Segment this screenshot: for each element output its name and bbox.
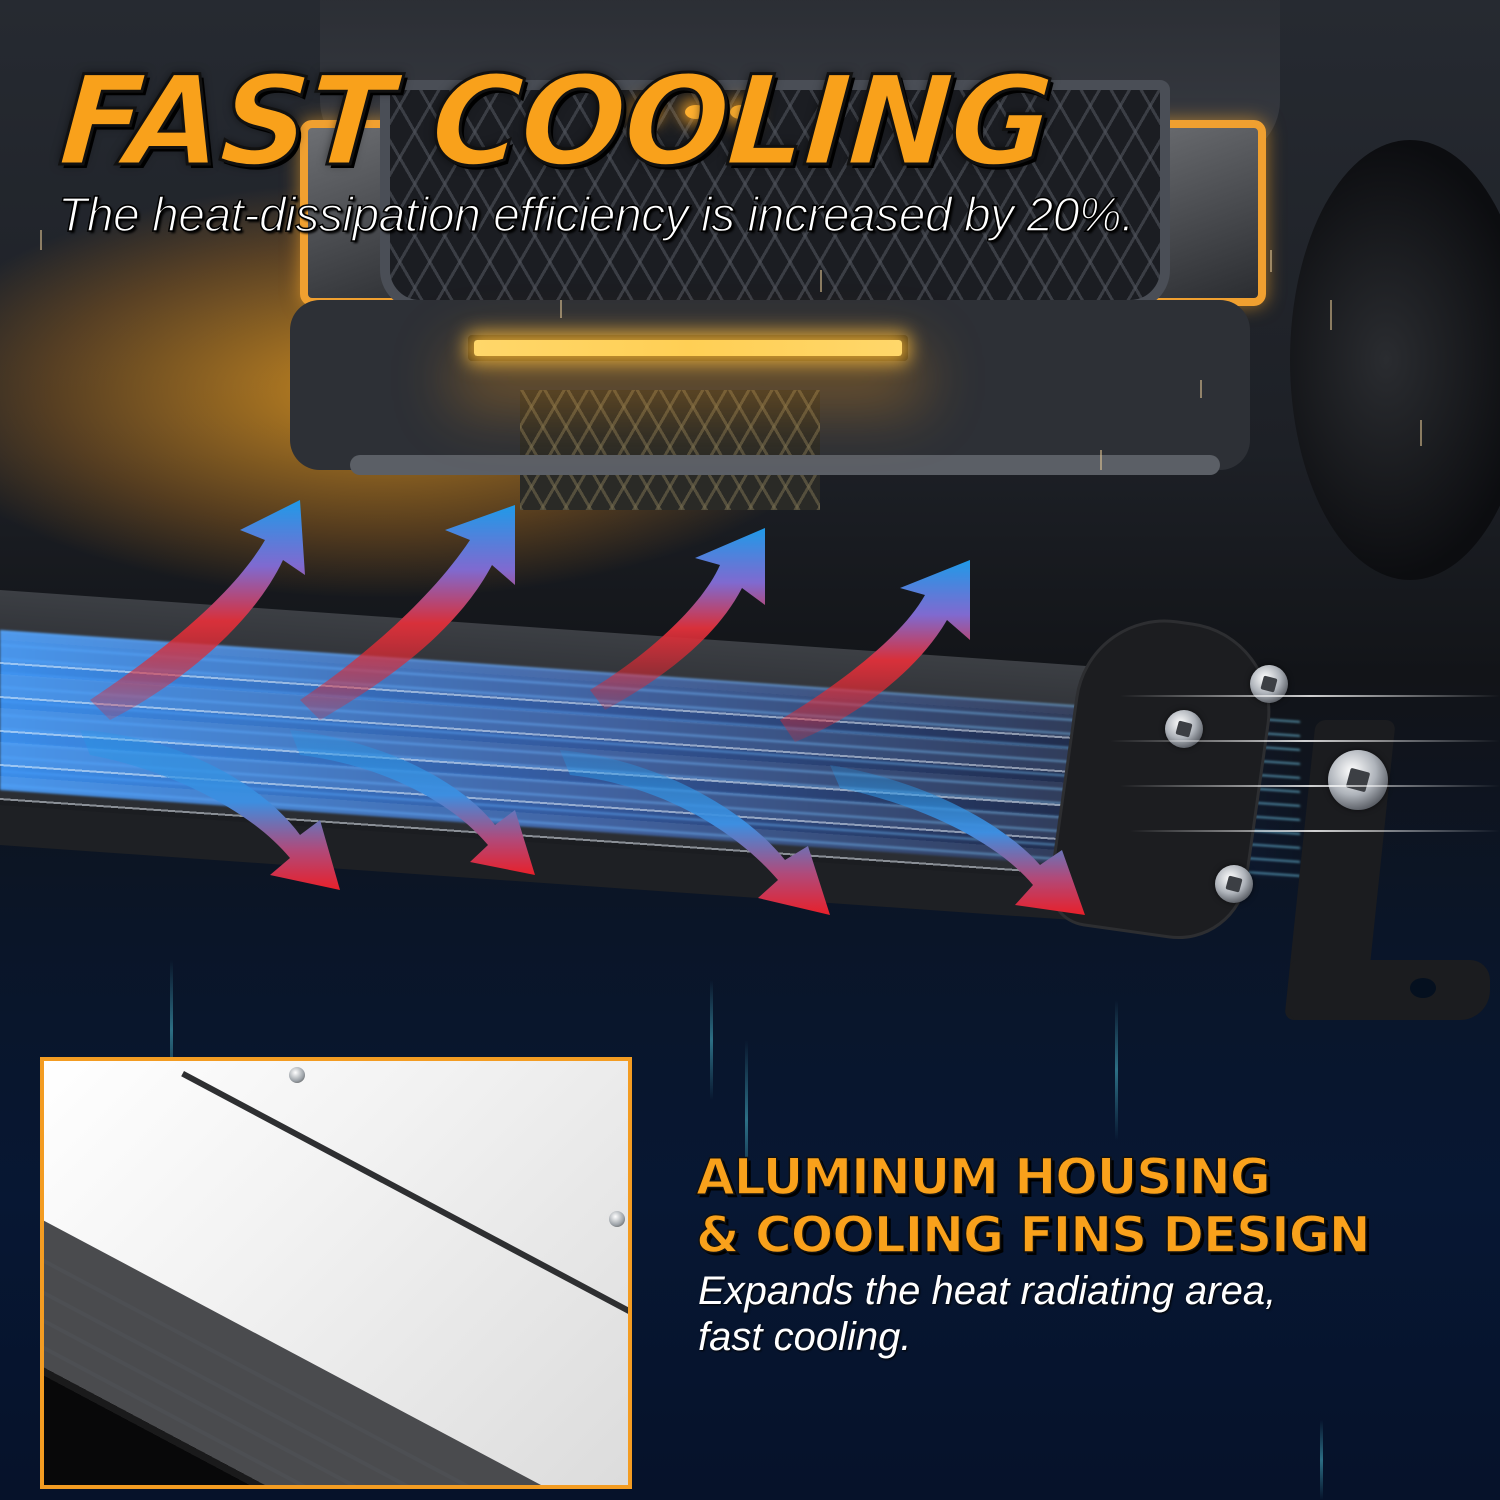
grille-marker-lamp: [635, 105, 657, 119]
page-subtitle: The heat-dissipation efficiency is incre…: [57, 188, 1135, 243]
rain-streak: [1200, 380, 1202, 398]
truck-tire: [1290, 140, 1500, 580]
arrow-down-icon: [290, 730, 535, 875]
cooling-fins-closeup-photo: [40, 1057, 632, 1489]
feature-description-line1: Expands the heat radiating area,: [698, 1269, 1277, 1313]
grille-marker-lamp: [730, 105, 752, 119]
feature-description-line2: fast cooling.: [698, 1315, 912, 1359]
closeup-housing: [44, 1141, 628, 1485]
rain-streak: [1330, 300, 1332, 330]
data-line-decor: [1320, 1420, 1323, 1500]
hex-bolt-icon: [1165, 710, 1203, 748]
rain-streak: [820, 270, 822, 292]
rain-streak: [560, 300, 562, 318]
arrow-down-icon: [830, 765, 1085, 915]
grille-marker-lamp: [685, 105, 707, 119]
hex-bolt-icon: [1250, 665, 1288, 703]
airflow-arrows: [80, 500, 1085, 915]
arrow-up-icon: [590, 528, 765, 710]
air-streak: [1130, 830, 1500, 832]
air-streak: [1120, 785, 1500, 787]
truck-front-photo: [230, 0, 1500, 600]
mount-hole: [1410, 978, 1436, 998]
page-title: FAST COOLING: [53, 49, 1056, 196]
rain-streak: [40, 230, 42, 250]
feature-title-line2: & COOLING FINS DESIGN: [695, 1205, 1371, 1265]
arrow-up-icon: [780, 560, 970, 742]
bumper-rail: [350, 455, 1220, 475]
lower-grille: [520, 390, 820, 510]
data-line-decor: [710, 980, 713, 1100]
feature-description: Expands the heat radiating area, fast co…: [698, 1268, 1276, 1360]
rain-streak: [1100, 450, 1102, 470]
air-streak: [1110, 740, 1500, 742]
screw-icon: [609, 1211, 625, 1227]
mount-bracket-foot: [1290, 960, 1490, 1020]
data-line-decor: [1115, 1000, 1118, 1140]
hex-bolt-icon: [1328, 750, 1388, 810]
hex-bolt-icon: [1215, 865, 1253, 903]
arrow-down-icon: [80, 730, 340, 890]
rain-streak: [1420, 420, 1422, 446]
mounted-led-bar-glow: [474, 340, 902, 356]
air-streak: [1120, 695, 1500, 697]
data-line-decor: [170, 960, 173, 1100]
arrow-down-icon: [560, 750, 830, 915]
feature-title-line1: ALUMINUM HOUSING: [695, 1147, 1271, 1207]
arrow-up-icon: [90, 500, 305, 720]
screw-icon: [289, 1067, 305, 1083]
arrow-up-icon: [300, 505, 515, 720]
data-line-decor: [745, 1040, 748, 1200]
feature-title: ALUMINUM HOUSING & COOLING FINS DESIGN: [695, 1147, 1371, 1265]
rain-streak: [1270, 250, 1272, 272]
